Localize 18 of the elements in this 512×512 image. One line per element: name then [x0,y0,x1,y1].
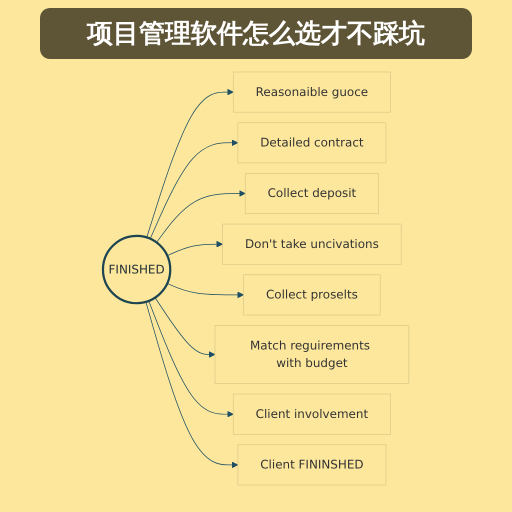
node-box: Client FININSHED [238,444,386,485]
node-box: Client involvement [233,393,391,434]
title-banner: 项目管理软件怎么选才不踩坑 [40,8,472,59]
arrow [146,301,238,468]
arrow [154,296,216,358]
arrow [150,139,238,239]
node-box: Collect deposit [244,172,380,214]
node-box: Collect proselts [243,274,381,315]
arrow [166,240,224,256]
arrow [156,190,246,242]
arrow [148,300,234,417]
node-box: Don't take uncivations [222,223,402,264]
node-box: Detailed contract [238,122,386,163]
arrow [146,88,234,238]
node-circle: FINISHED [102,234,172,304]
arrow [166,282,244,298]
node-box: Reasonaible guoce [233,71,391,112]
node-box: Match reguirements with budget [214,324,410,384]
